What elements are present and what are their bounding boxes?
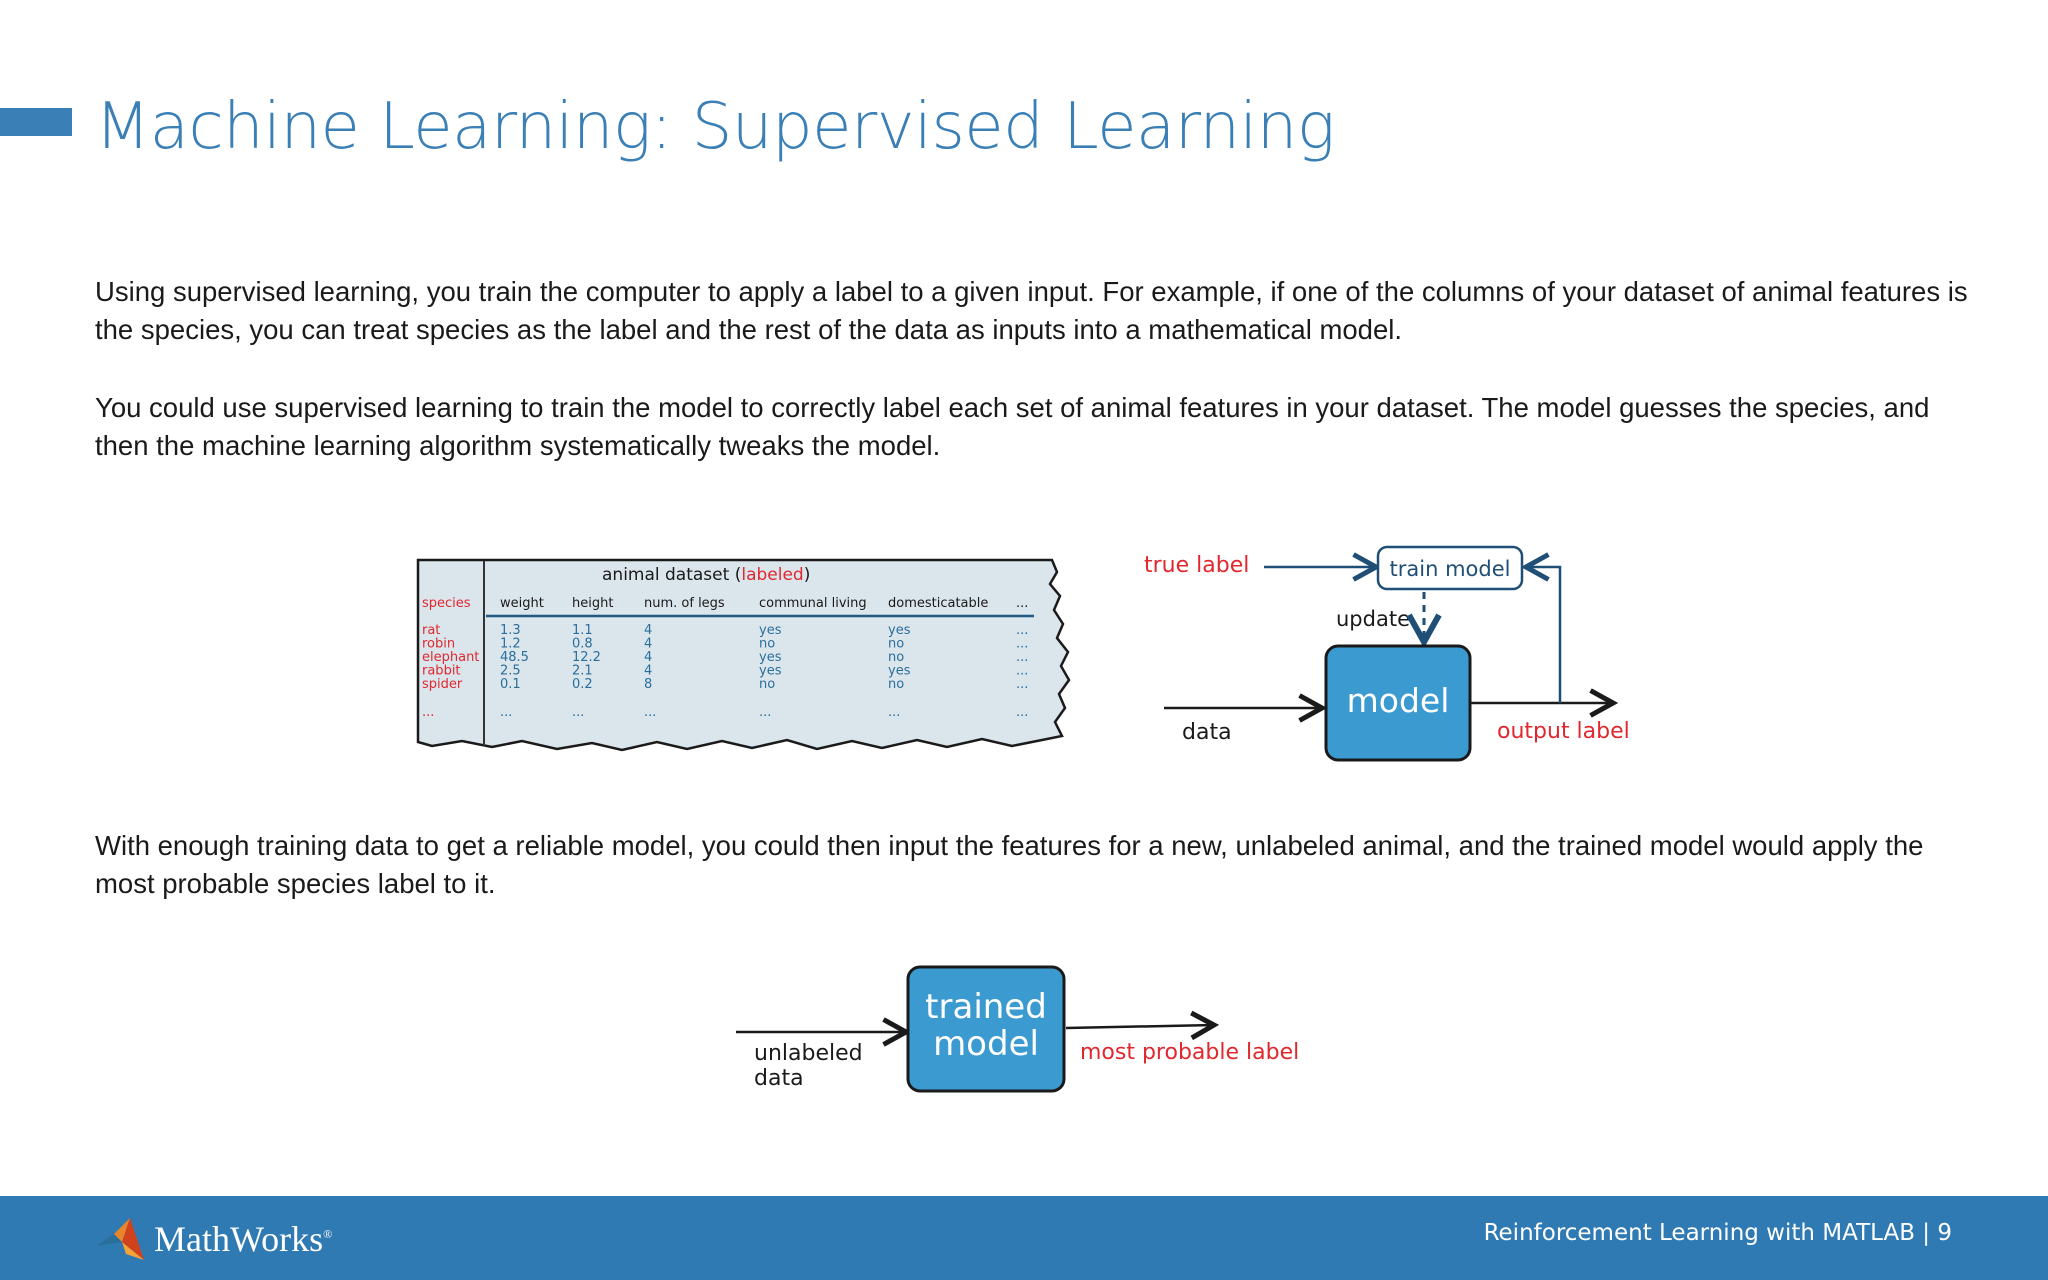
table-header-cell: domesticatable bbox=[888, 596, 988, 611]
table-cell: 2.1 bbox=[572, 664, 593, 679]
table-cell: 4 bbox=[644, 650, 652, 665]
table-cell: ... bbox=[572, 705, 584, 720]
output-label-text: output label bbox=[1497, 719, 1630, 744]
train-model-text: train model bbox=[1390, 557, 1511, 581]
table-cell: no bbox=[759, 637, 775, 652]
table-cell: 0.1 bbox=[500, 677, 521, 692]
table-cell: ... bbox=[1016, 705, 1028, 720]
logo-registered: ® bbox=[323, 1227, 333, 1241]
paragraph-training: You could use supervised learning to tra… bbox=[95, 392, 1930, 461]
table-cell: 0.2 bbox=[572, 677, 593, 692]
table-cell: no bbox=[759, 677, 775, 692]
table-cell: ... bbox=[422, 705, 434, 720]
table-cell: robin bbox=[422, 637, 455, 652]
table-cell: ... bbox=[1016, 664, 1028, 679]
footer-bar: MathWorks® Reinforcement Learning with M… bbox=[0, 1196, 2048, 1280]
table-cell: rat bbox=[422, 623, 440, 638]
table-cells: species weight height num. of legs communal … bbox=[422, 596, 1028, 720]
animal-dataset-table: animal dataset (labeled) species weight he… bbox=[416, 558, 1071, 752]
accent-bar bbox=[0, 108, 72, 136]
table-cell: 4 bbox=[644, 664, 652, 679]
table-cell: yes bbox=[888, 623, 911, 638]
table-cell: 8 bbox=[644, 677, 652, 692]
update-text: update bbox=[1336, 607, 1410, 631]
table-cell: yes bbox=[759, 623, 782, 638]
true-label-text: true label bbox=[1144, 553, 1249, 578]
unlabeled-text: unlabeled bbox=[754, 1041, 863, 1066]
table-cell: 1.3 bbox=[500, 623, 521, 638]
table-cell: 12.2 bbox=[572, 650, 601, 665]
paragraph-intro: Using supervised learning, you train the… bbox=[95, 276, 1968, 345]
inference-diagram: unlabeled data trained model most probab… bbox=[736, 965, 1299, 1093]
trained-model-box bbox=[906, 965, 1066, 1093]
table-cell: no bbox=[888, 677, 904, 692]
unlabeled-data-text: data bbox=[754, 1066, 804, 1091]
table-cell: no bbox=[888, 637, 904, 652]
table-cell: 2.5 bbox=[500, 664, 521, 679]
table-cell: ... bbox=[1016, 637, 1028, 652]
table-cell: spider bbox=[422, 677, 463, 692]
trained-model-text: model bbox=[933, 1024, 1039, 1064]
logo-text: MathWorks bbox=[154, 1219, 324, 1259]
table-header-cell: species bbox=[422, 596, 471, 611]
table-header-cell: num. of legs bbox=[644, 596, 725, 611]
table-cell: ... bbox=[1016, 623, 1028, 638]
probable-output-arrow bbox=[1065, 1025, 1214, 1028]
membrane-logo-icon bbox=[96, 1218, 144, 1260]
table-cell: 0.8 bbox=[572, 637, 593, 652]
table-cell: ... bbox=[500, 705, 512, 720]
trained-text: trained bbox=[925, 987, 1047, 1027]
model-text: model bbox=[1347, 681, 1450, 720]
most-probable-label-text: most probable label bbox=[1080, 1040, 1299, 1065]
table-header-cell: weight bbox=[500, 596, 544, 611]
training-loop-diagram: true label train model update model data… bbox=[1144, 545, 1630, 762]
table-cell: 1.2 bbox=[500, 637, 521, 652]
slide-title: Machine Learning: Supervised Learning bbox=[95, 90, 1335, 164]
table-cell: ... bbox=[888, 705, 900, 720]
table-cell: ... bbox=[1016, 677, 1028, 692]
table-header-cell: ... bbox=[1016, 596, 1028, 611]
table-cell: 48.5 bbox=[500, 650, 529, 665]
paragraph-inference: With enough training data to get a relia… bbox=[95, 830, 1924, 899]
table-cell: rabbit bbox=[422, 664, 461, 679]
table-cell: yes bbox=[759, 664, 782, 679]
data-text: data bbox=[1182, 720, 1232, 745]
table-cell: yes bbox=[888, 664, 911, 679]
table-cell: 4 bbox=[644, 637, 652, 652]
table-cell: no bbox=[888, 650, 904, 665]
table-cell: ... bbox=[759, 705, 771, 720]
table-header-cell: communal living bbox=[759, 596, 867, 611]
feedback-arrow bbox=[1526, 567, 1562, 703]
table-cell: yes bbox=[759, 650, 782, 665]
table-cell: ... bbox=[644, 705, 656, 720]
table-cell: elephant bbox=[422, 650, 479, 665]
table-header-cell: height bbox=[572, 596, 613, 611]
table-paper bbox=[416, 558, 1071, 752]
dataset-caption: animal dataset (labeled) bbox=[602, 565, 810, 585]
table-cell: 1.1 bbox=[572, 623, 593, 638]
table-cell: ... bbox=[1016, 650, 1028, 665]
mathworks-logo[interactable]: MathWorks® bbox=[94, 1214, 332, 1264]
table-cell: 4 bbox=[644, 623, 652, 638]
footer-page-info: Reinforcement Learning with MATLAB | 9 bbox=[1483, 1220, 1952, 1246]
